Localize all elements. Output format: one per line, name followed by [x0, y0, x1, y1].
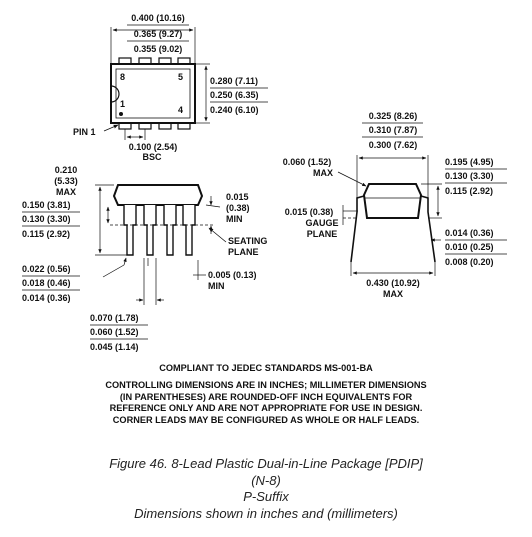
- dim-body-h-max: 0.150 (3.81): [22, 200, 71, 210]
- dim-thick-min: 0.008 (0.20): [445, 257, 494, 267]
- note-line: CONTROLLING DIMENSIONS ARE IN INCHES; MI…: [105, 380, 427, 390]
- dim-shoulder-nom: 0.060 (1.52): [90, 327, 139, 337]
- dim-radius-max: MAX: [313, 168, 333, 178]
- dim-pitch-bsc: BSC: [142, 152, 162, 162]
- dim-spread-max: MAX: [383, 289, 403, 299]
- pin-number-1: 1: [120, 99, 125, 109]
- dim-body-h-min: 0.115 (2.92): [22, 229, 70, 239]
- gauge-plane-label-1: GAUGE: [305, 218, 338, 228]
- dim-spread: 0.430 (10.92): [366, 278, 420, 288]
- side-leads: [123, 205, 196, 256]
- dim-width-max: 0.280 (7.11): [210, 76, 258, 86]
- dim-shoulder-max: 0.070 (1.78): [90, 313, 139, 323]
- dim-lead-w-min: 0.014 (0.36): [22, 293, 71, 303]
- dim-lead-gap: 0.005 (0.13): [208, 270, 257, 280]
- dim-thick-nom: 0.010 (0.25): [445, 242, 494, 252]
- dim-width-nom: 0.250 (6.35): [210, 90, 259, 100]
- pin-number-5: 5: [178, 72, 183, 82]
- dim-pitch: 0.100 (2.54): [129, 142, 178, 152]
- figure-caption: Figure 46. 8-Lead Plastic Dual-in-Line P…: [0, 456, 532, 522]
- dim-length-max: 0.400 (10.16): [131, 13, 185, 23]
- dim-height-max-mm: (5.33): [54, 176, 78, 186]
- package-body-top: [110, 63, 196, 124]
- note-line: REFERENCE ONLY AND ARE NOT APPROPRIATE F…: [109, 403, 423, 414]
- end-view-labels: 0.325 (8.26) 0.310 (7.87) 0.300 (7.62) 0…: [283, 111, 494, 299]
- top-view-labels: 0.400 (10.16) 0.365 (9.27) 0.355 (9.02) …: [73, 13, 259, 162]
- package-body-end: [362, 183, 423, 219]
- dim-shoulder-min: 0.045 (1.14): [90, 342, 139, 352]
- dim-standoff-inch: 0.015: [226, 192, 249, 202]
- end-view: [337, 122, 507, 276]
- dim-height-max-inch: 0.210: [55, 165, 78, 175]
- pin1-dot: [119, 112, 123, 116]
- pin-number-4: 4: [178, 105, 183, 115]
- dim-standoff-label: MIN: [226, 214, 243, 224]
- top-pins-upper: [118, 57, 191, 67]
- dim-row-nom: 0.310 (7.87): [369, 125, 418, 135]
- dim-length-nom: 0.365 (9.27): [134, 29, 183, 39]
- pin-number-8: 8: [120, 72, 125, 82]
- pin1-notch: [110, 85, 120, 103]
- dim-row-min: 0.300 (7.62): [369, 140, 418, 150]
- dim-lead-len-nom: 0.130 (3.30): [445, 171, 494, 181]
- dim-width-min: 0.240 (6.10): [210, 105, 259, 115]
- seating-plane-label-1: SEATING: [228, 236, 267, 246]
- dim-lead-len-min: 0.115 (2.92): [445, 186, 493, 196]
- dim-radius: 0.060 (1.52): [283, 157, 332, 167]
- caption-suffix: P-Suffix: [243, 489, 289, 504]
- package-body-side: [112, 184, 204, 206]
- caption-units: Dimensions shown in inches and (millimet…: [134, 505, 398, 521]
- dim-gauge: 0.015 (0.38): [285, 207, 334, 217]
- side-view: [22, 184, 227, 340]
- dim-lead-gap-min: MIN: [208, 281, 225, 291]
- gauge-plane-label-2: PLANE: [307, 229, 338, 239]
- caption-code: (N-8): [251, 472, 281, 488]
- dim-thick-max: 0.014 (0.36): [445, 228, 494, 238]
- note-line: (IN PARENTHESES) ARE ROUNDED-OFF INCH EQ…: [119, 391, 413, 402]
- caption-title: Figure 46. 8-Lead Plastic Dual-in-Line P…: [109, 456, 423, 471]
- dim-row-max: 0.325 (8.26): [369, 111, 418, 121]
- seating-plane-label-2: PLANE: [228, 247, 259, 257]
- end-lead-left: [350, 195, 365, 263]
- note-line: CORNER LEADS MAY BE CONFIGURED AS WHOLE …: [112, 414, 420, 425]
- side-view-labels: 0.210 (5.33) MAX 0.150 (3.81) 0.130 (3.3…: [22, 165, 267, 352]
- dim-lead-w-nom: 0.018 (0.46): [22, 278, 71, 288]
- dim-body-h-nom: 0.130 (3.30): [22, 214, 71, 224]
- dim-length-min: 0.355 (9.02): [134, 44, 183, 54]
- dim-standoff-mm: (0.38): [226, 203, 250, 213]
- dim-lead-len-max: 0.195 (4.95): [445, 157, 494, 167]
- dim-lead-w-max: 0.022 (0.56): [22, 264, 71, 274]
- end-lead-right: [420, 195, 436, 263]
- jedec-note: COMPLIANT TO JEDEC STANDARDS MS-001-BA: [159, 363, 373, 373]
- top-view: [103, 24, 268, 140]
- pin1-label: PIN 1: [73, 127, 96, 137]
- dim-height-max-label: MAX: [56, 187, 76, 197]
- dimension-notes: CONTROLLING DIMENSIONS ARE IN INCHES; MI…: [0, 380, 532, 426]
